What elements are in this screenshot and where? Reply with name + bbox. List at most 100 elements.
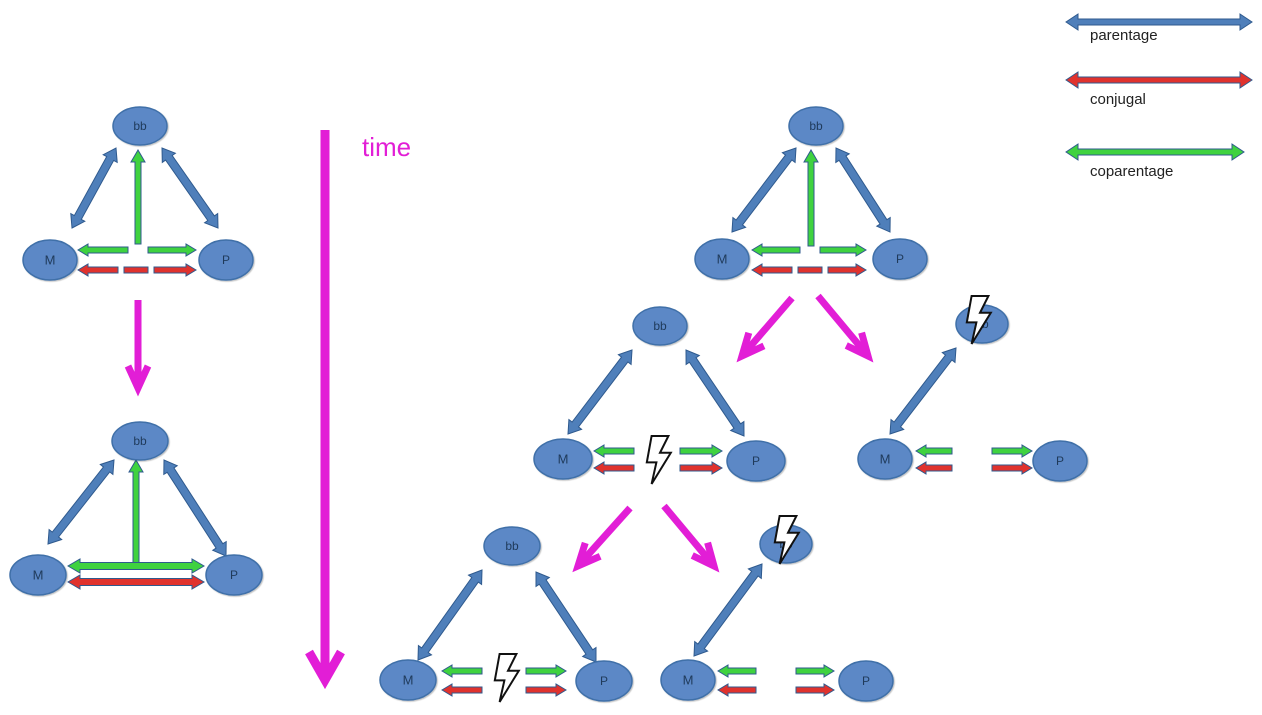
- conjugal-arrow-left: [77, 263, 119, 277]
- coparentage-arrow-right: [147, 243, 197, 257]
- parentage-arrow-mother: [70, 147, 118, 229]
- conjugal-arrow-middle: [123, 266, 149, 274]
- transition-arrow-second-left-head: [572, 541, 602, 573]
- conjugal-arrow: [67, 574, 205, 590]
- coparentage-arrow-left: [77, 243, 129, 257]
- coparentage-arrow-left: [593, 444, 635, 458]
- father-node-label: P: [600, 674, 608, 688]
- father-node: [1032, 440, 1088, 482]
- mother-node: [857, 438, 913, 480]
- baby-node: [483, 526, 541, 566]
- mother-node-label: M: [683, 673, 694, 688]
- coparentage-arrow-right: [679, 444, 723, 458]
- baby-node: [632, 306, 688, 346]
- transition-arrow-second-right-head: [690, 541, 720, 573]
- coparentage-arrow-up: [128, 459, 144, 569]
- conjugal-arrow-right: [795, 683, 835, 697]
- transition-arrow-to-baby-break-shaft: [815, 293, 869, 356]
- conjugal-arrow-middle: [797, 266, 823, 274]
- conjugal-arrow-left: [593, 461, 635, 475]
- father-node: [205, 554, 263, 596]
- conjugal-arrow-right: [827, 263, 867, 277]
- baby-node: [112, 106, 168, 146]
- legend-conjugal-label: conjugal: [1090, 91, 1146, 108]
- conjugal-arrow-right: [153, 263, 197, 277]
- mother-node-label: M: [33, 568, 44, 583]
- parentage-arrow-mother: [417, 569, 483, 661]
- transition-arrow-to-conjugal-break-head: [736, 331, 766, 363]
- family-merged-left: bbM P: [9, 421, 263, 596]
- transition-arrow-second-right-shaft: [661, 503, 715, 566]
- legend-parentage-line: [1065, 13, 1253, 31]
- mother-node: [9, 554, 67, 596]
- coparentage-arrow-up: [130, 149, 146, 245]
- conjugal-arrow-left: [717, 683, 757, 697]
- transition-arrow-to-baby-break-head: [844, 331, 874, 363]
- mother-node: [694, 238, 750, 280]
- parentage-arrow-mother: [47, 459, 115, 545]
- transition-arrow-left-head: [124, 364, 152, 397]
- baby-node: [111, 421, 169, 461]
- lightning-bolt-icon: [773, 515, 801, 565]
- transition-arrows: [124, 293, 874, 573]
- coparentage-arrow-left: [441, 664, 483, 678]
- family-conjugal-broken: bbM P: [533, 306, 786, 485]
- coparentage-arrow: [67, 558, 205, 574]
- legend-conjugal-line: [1065, 71, 1253, 89]
- coparentage-arrow-right: [819, 243, 867, 257]
- baby-node-label: bb: [133, 434, 147, 448]
- baby-node: [788, 106, 844, 146]
- father-node-label: P: [222, 253, 230, 267]
- conjugal-arrow-right: [991, 461, 1033, 475]
- parentage-arrow-father: [161, 147, 219, 229]
- time-label: time: [362, 132, 411, 162]
- father-node: [872, 238, 928, 280]
- mother-node-label: M: [558, 452, 569, 467]
- father-node: [198, 239, 254, 281]
- time-axis: [305, 130, 345, 690]
- transition-arrow-to-conjugal-break-shaft: [741, 295, 795, 356]
- legend-coparentage-arrow: [1065, 143, 1245, 161]
- coparentage-arrow-right: [795, 664, 835, 678]
- conjugal-arrow-left: [441, 683, 483, 697]
- lightning-bolt-icon: [965, 295, 993, 345]
- legend-parentage-arrow: [1065, 13, 1253, 31]
- father-node-label: P: [896, 252, 904, 266]
- baby-node-label: bb: [653, 319, 667, 333]
- legend-parentage-label: parentage: [1090, 27, 1158, 44]
- baby-node-label: bb: [133, 119, 147, 133]
- parentage-arrow-mother: [693, 563, 763, 657]
- parentage-arrow-father: [835, 147, 891, 233]
- legend-coparentage-label: coparentage: [1090, 163, 1173, 180]
- mother-node: [22, 239, 78, 281]
- father-node-label: P: [752, 454, 760, 468]
- conjugal-arrow-right: [525, 683, 567, 697]
- father-node-label: P: [230, 568, 238, 582]
- mother-node-label: M: [45, 253, 56, 268]
- mother-node-label: M: [880, 452, 891, 467]
- father-node-label: P: [862, 674, 870, 688]
- coparentage-arrow-up: [803, 149, 819, 247]
- parentage-arrow-mother: [567, 349, 633, 435]
- parentage-arrow-father: [685, 349, 745, 437]
- coparentage-arrow-right: [991, 444, 1033, 458]
- father-node: [575, 660, 633, 702]
- baby-node-label: bb: [809, 119, 823, 133]
- lightning-bolt-icon: [645, 435, 673, 485]
- father-node: [726, 440, 786, 482]
- mother-node-label: M: [403, 673, 414, 688]
- coparentage-arrow-left: [717, 664, 757, 678]
- parentage-arrow-mother: [731, 147, 797, 233]
- legend: parentage conjugal coparentage: [1065, 13, 1253, 180]
- mother-node: [533, 438, 593, 480]
- conjugal-arrow-right: [679, 461, 723, 475]
- coparentage-arrow-left: [751, 243, 801, 257]
- conjugal-arrow-left: [915, 461, 953, 475]
- mother-node: [660, 659, 716, 701]
- family-intact-left: bbM P: [22, 106, 254, 281]
- legend-conjugal-arrow: [1065, 71, 1253, 89]
